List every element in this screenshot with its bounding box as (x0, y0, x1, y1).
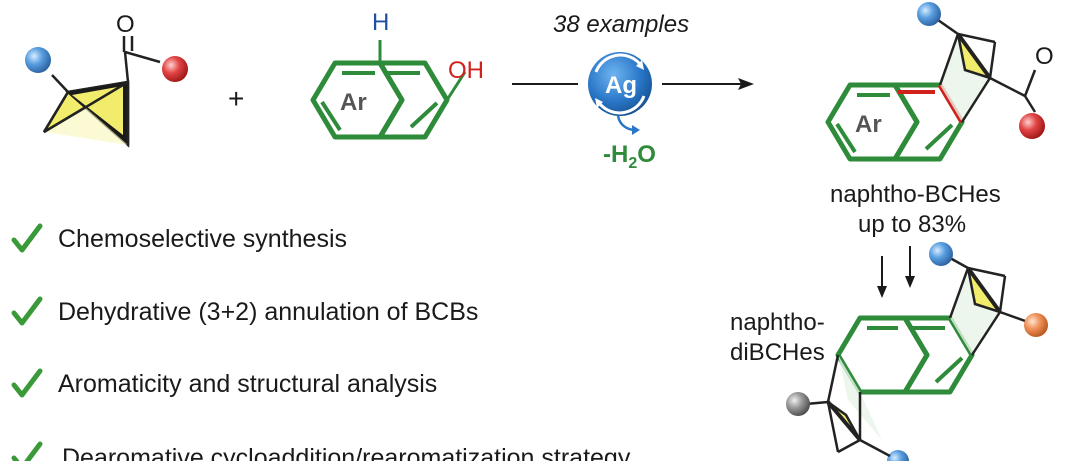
check-icon (11, 296, 43, 326)
hydroxyl-label: OH (448, 57, 484, 84)
feature-list: Chemoselective synthesis Dehydrative (3+… (11, 223, 631, 461)
product-aryl-label: Ar (855, 111, 882, 138)
transformation-arrows (877, 246, 915, 298)
bcb-reactant: O (25, 11, 188, 148)
plus-sign: + (228, 83, 244, 114)
dibch-orange-sphere (1024, 313, 1048, 337)
feature-text: Chemoselective synthesis (58, 225, 347, 253)
naphtho-dibch-product (786, 242, 1048, 461)
reaction-arrow-group: 38 examples Ag -H2O (512, 11, 754, 172)
feature-text: Aromaticity and structural analysis (58, 370, 437, 398)
hydrogen-label: H (372, 9, 389, 36)
silver-catalyst-circle (588, 52, 652, 116)
feature-item: Dearomative cycloaddition/rearomatizatio… (11, 441, 631, 461)
carbonyl-oxygen-label: O (116, 11, 135, 38)
second-product-name-line2: diBCHes (730, 339, 825, 366)
dibch-blue-sphere-bottom (887, 450, 909, 461)
catalyst-cycle-arc-bottom (598, 95, 646, 115)
arrow-head (738, 78, 754, 90)
feature-item: Chemoselective synthesis (11, 223, 347, 253)
product-carbonyl-oxygen: O (1035, 43, 1054, 70)
product-name: naphtho-BCHes (830, 181, 1001, 208)
feature-item: Dehydrative (3+2) annulation of BCBs (11, 296, 478, 326)
water-byproduct: -H2O (603, 141, 656, 172)
dibch-blue-sphere-top (929, 242, 953, 266)
product-blue-sphere (917, 2, 941, 26)
product-red-sphere (1019, 113, 1045, 139)
dibch-gray-sphere (786, 392, 810, 416)
feature-item: Aromaticity and structural analysis (11, 368, 437, 398)
product-yield: up to 83% (858, 211, 966, 238)
catalyst-label: Ag (605, 72, 637, 99)
aryl-ring-label: Ar (340, 89, 367, 116)
naphthol-reactant: H OH Ar (310, 9, 484, 140)
naphtho-bch-product: O Ar (825, 2, 1054, 162)
blue-sphere-substituent (25, 47, 51, 73)
check-icon (11, 441, 43, 461)
check-icon (11, 368, 43, 398)
examples-label: 38 examples (553, 11, 689, 38)
red-sphere-ester (162, 56, 188, 82)
catalyst-cycle-arc-top (594, 53, 642, 73)
feature-text: Dehydrative (3+2) annulation of BCBs (58, 298, 478, 326)
feature-text: Dearomative cycloaddition/rearomatizatio… (62, 444, 631, 461)
second-product-name-line1: naphtho- (730, 309, 825, 336)
check-icon (11, 223, 43, 253)
